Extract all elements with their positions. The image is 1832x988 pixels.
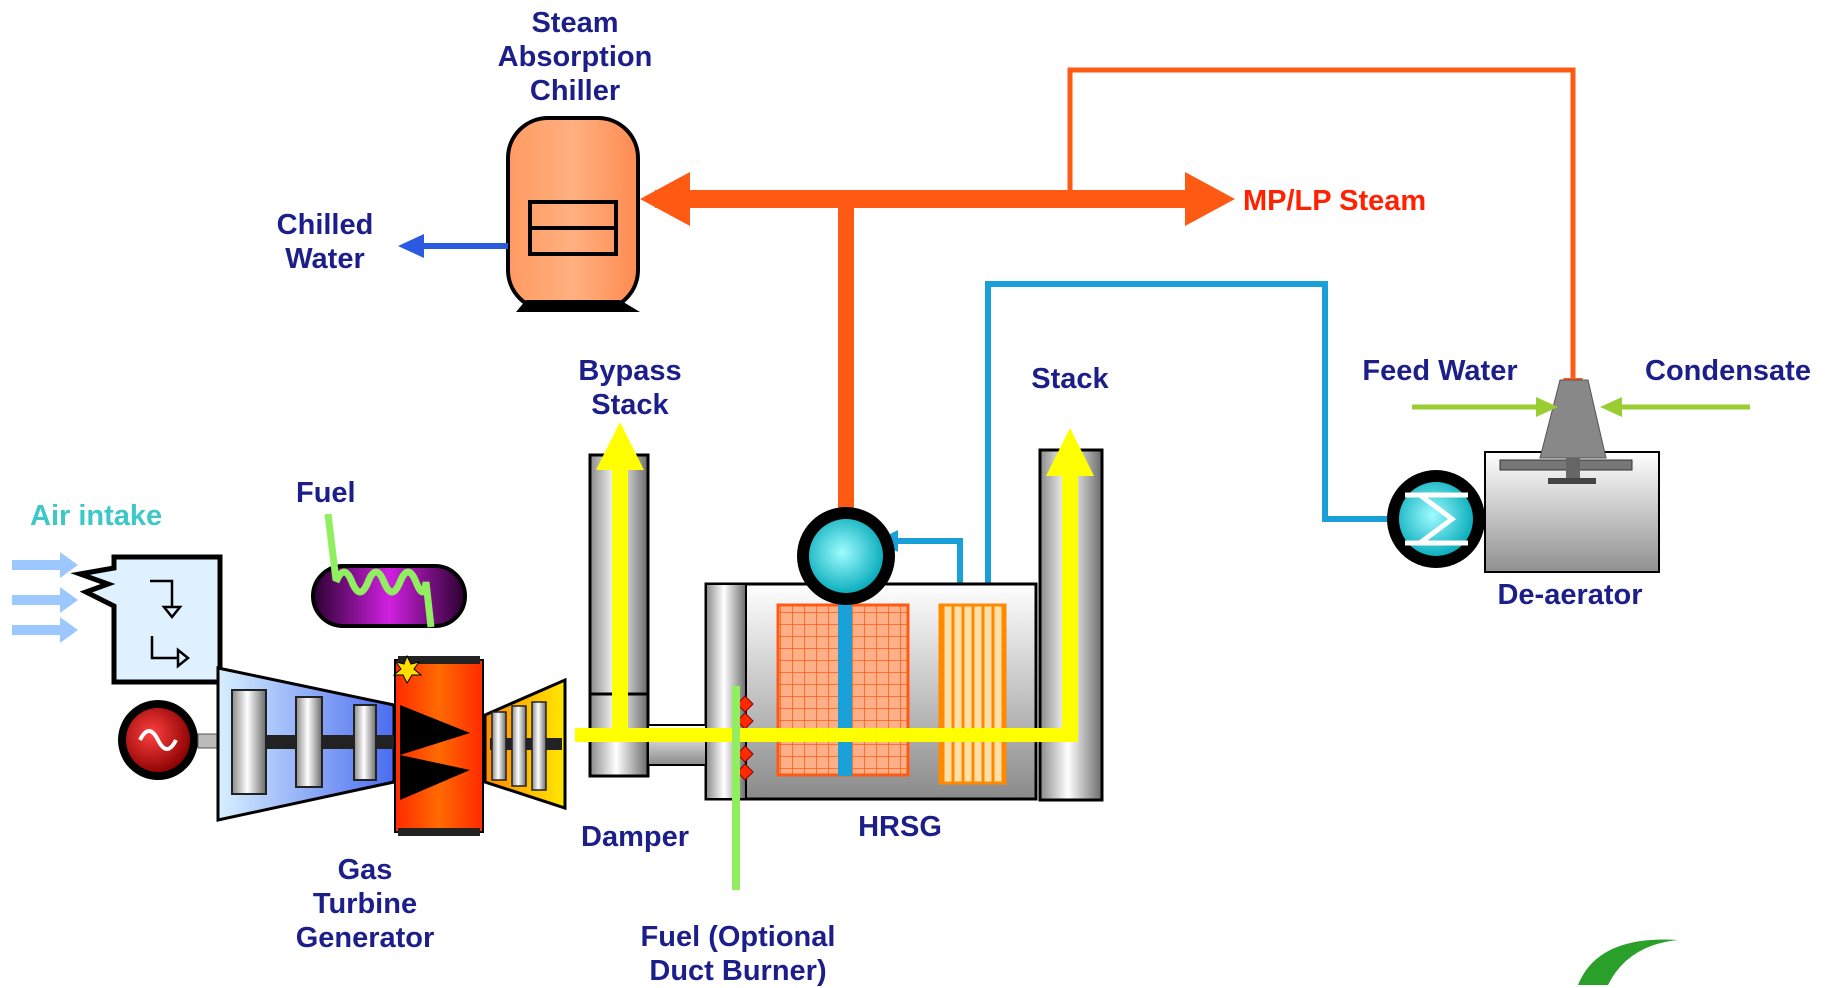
label-condensate: Condensate	[1645, 355, 1811, 387]
fuel-line	[324, 513, 435, 628]
steam-riser	[838, 200, 854, 520]
label-absorption-chiller: Steam Absorption Chiller	[497, 7, 653, 107]
label-feed-water: Feed Water	[1362, 355, 1518, 387]
compressor	[216, 666, 397, 822]
air-filter-house	[70, 554, 223, 685]
hrsg	[704, 582, 1038, 801]
feed-water-arrow	[1412, 397, 1558, 417]
bypass-stack	[588, 453, 707, 778]
combustor	[392, 654, 484, 836]
label-chilled-water: Chilled Water	[276, 209, 374, 275]
label-air-intake: Air intake	[30, 500, 163, 532]
steam-lines	[640, 67, 1583, 520]
steam-arrow-to-chiller	[640, 172, 690, 226]
exhaust-flow	[575, 422, 1094, 742]
absorption-chiller	[506, 116, 640, 312]
air-intake-arrows	[12, 552, 78, 643]
water-lines	[885, 281, 1420, 602]
logo-swoosh-icon	[1578, 939, 1678, 985]
feed-pump	[1387, 470, 1485, 568]
generator	[118, 700, 219, 780]
label-damper: Damper	[581, 821, 689, 853]
label-stack: Stack	[1031, 363, 1109, 395]
label-mp-lp-steam: MP/LP Steam	[1243, 185, 1427, 217]
label-duct-burner-fuel: Fuel (Optional Duct Burner)	[640, 921, 836, 987]
ignition-spark-icon	[392, 654, 423, 685]
de-aerator	[1484, 379, 1660, 573]
duct-burner-nozzles	[736, 695, 754, 781]
label-fuel: Fuel	[296, 477, 356, 509]
chilled-water-arrow	[398, 234, 508, 258]
label-de-aerator: De-aerator	[1497, 579, 1643, 611]
steam-arrow-mp-lp	[1185, 172, 1235, 226]
condensate-arrow	[1600, 397, 1750, 417]
hrsg-drum	[797, 507, 895, 605]
label-bypass-stack: Bypass Stack	[578, 355, 682, 421]
power-turbine	[483, 677, 567, 811]
label-gas-turbine-generator: Gas Turbine Generator	[295, 854, 435, 954]
label-hrsg: HRSG	[858, 811, 942, 843]
